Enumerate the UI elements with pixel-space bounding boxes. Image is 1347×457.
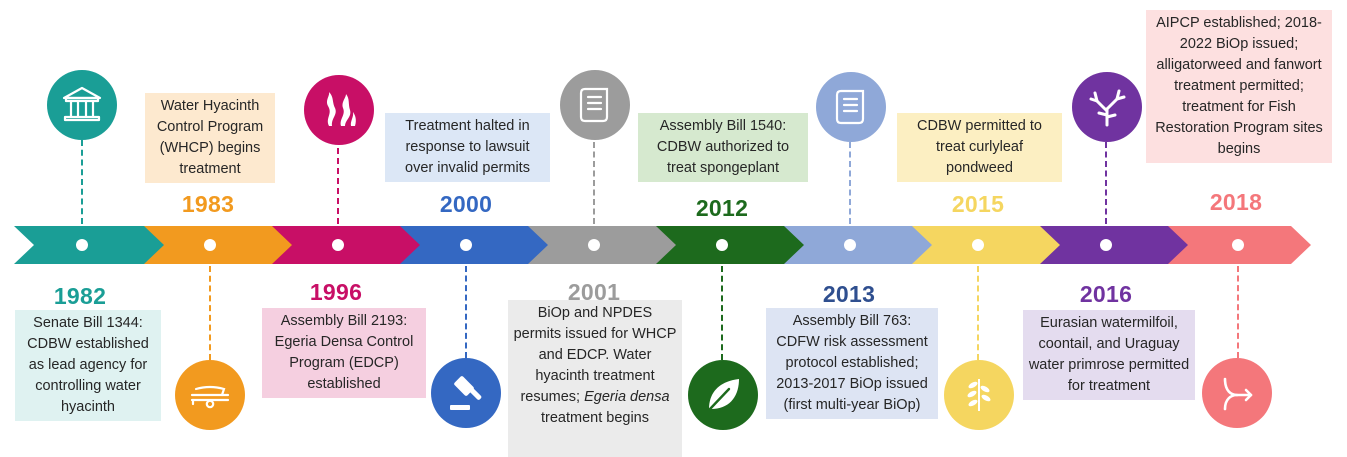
event-box-1996: Assembly Bill 2193: Egeria Densa Control…: [262, 308, 426, 398]
event-text-2000: Treatment halted in response to lawsuit …: [405, 118, 530, 176]
year-label-2000: 2000: [439, 191, 493, 217]
year-label-2012: 2012: [695, 195, 749, 221]
connector-1983: [209, 266, 211, 360]
event-box-2018: AIPCP established; 2018-2022 BiOp issued…: [1146, 10, 1332, 163]
event-box-2016: Eurasian watermilfoil, coontail, and Ura…: [1023, 310, 1195, 400]
arrow-segment-1996: [272, 226, 432, 264]
year-label-1983: 1983: [181, 191, 235, 217]
coral-icon: [1089, 89, 1126, 127]
connector-2000: [465, 266, 467, 358]
event-box-2013: Assembly Bill 763: CDFW risk assessment …: [766, 308, 938, 419]
leaf-icon: [708, 379, 739, 411]
government-building-icon: [62, 86, 102, 122]
event-text-2013: Assembly Bill 763: CDFW risk assessment …: [776, 313, 928, 413]
timeline-dot-2013: [844, 239, 856, 251]
connector-1996: [337, 148, 339, 224]
event-box-1982: Senate Bill 1344: CDBW established as le…: [15, 310, 161, 421]
icon-circle-1983: [175, 360, 245, 430]
timeline-dot-1996: [332, 239, 344, 251]
event-text-2001-italic: Egeria densa: [584, 389, 670, 405]
event-text-1983: Water Hyacinth Control Program (WHCP) be…: [156, 98, 264, 177]
year-label-2013: 2013: [822, 281, 876, 307]
event-text-1996: Assembly Bill 2193: Egeria Densa Control…: [274, 313, 414, 392]
event-text-2001-tail: treatment begins: [540, 410, 649, 426]
arrow-segment-2016: [1040, 226, 1200, 264]
connector-2015: [977, 266, 979, 360]
timeline-dot-1983: [204, 239, 216, 251]
year-label-2015: 2015: [951, 191, 1005, 217]
year-label-2018: 2018: [1209, 189, 1263, 215]
event-box-1983: Water Hyacinth Control Program (WHCP) be…: [145, 93, 275, 183]
seaweed-icon: [327, 92, 356, 126]
icon-circle-2001: [560, 70, 630, 140]
icon-circle-2018: [1202, 358, 1272, 428]
year-label-2016: 2016: [1079, 281, 1133, 307]
connector-2013: [849, 142, 851, 224]
arrow-segment-2013: [784, 226, 944, 264]
scroll-icon: [579, 87, 609, 123]
arrow-segment-2001: [528, 226, 688, 264]
timeline-dot-2012: [716, 239, 728, 251]
icon-circle-2013: [816, 72, 886, 142]
event-text-2015: CDBW permitted to treat curlyleaf pondwe…: [917, 118, 1042, 176]
arrow-segment-1983: [144, 226, 304, 264]
event-box-2000: Treatment halted in response to lawsuit …: [385, 113, 550, 182]
connector-2016: [1105, 142, 1107, 224]
event-text-2016: Eurasian watermilfoil, coontail, and Ura…: [1028, 315, 1190, 394]
icon-circle-1982: [47, 70, 117, 140]
icon-circle-2015: [944, 360, 1014, 430]
event-text-2012: Assembly Bill 1540: CDBW authorized to t…: [656, 118, 790, 176]
event-text-2001-main: BiOp and NPDES permits issued for WHCP a…: [513, 305, 677, 405]
connector-2001: [593, 142, 595, 224]
icon-circle-2016: [1072, 72, 1142, 142]
icon-circle-2012: [688, 360, 758, 430]
connector-2018: [1237, 266, 1239, 358]
scroll-icon: [835, 89, 865, 125]
timeline-dot-2018: [1232, 239, 1244, 251]
event-box-2012: Assembly Bill 1540: CDBW authorized to t…: [638, 113, 808, 182]
gavel-icon: [450, 376, 482, 410]
icon-circle-1996: [304, 75, 374, 145]
timeline-dot-2016: [1100, 239, 1112, 251]
year-label-1996: 1996: [309, 279, 363, 305]
icon-circle-2000: [431, 358, 501, 428]
timeline-dot-2015: [972, 239, 984, 251]
timeline-dot-2001: [588, 239, 600, 251]
arrow-segment-2000: [400, 226, 560, 264]
connector-2012: [721, 266, 723, 360]
timeline-dot-1982: [76, 239, 88, 251]
arrow-segment-2015: [912, 226, 1072, 264]
pondweed-icon: [967, 379, 991, 411]
branching-arrow-icon: [1223, 377, 1253, 411]
event-text-1982: Senate Bill 1344: CDBW established as le…: [27, 315, 149, 415]
event-box-2001: BiOp and NPDES permits issued for WHCP a…: [508, 300, 682, 457]
event-text-2018: AIPCP established; 2018-2022 BiOp issued…: [1155, 15, 1323, 157]
connector-1982: [81, 140, 83, 224]
event-text-2001: BiOp and NPDES permits issued for WHCP a…: [513, 303, 677, 429]
event-box-2015: CDBW permitted to treat curlyleaf pondwe…: [897, 113, 1062, 182]
boat-trailer-icon: [190, 385, 230, 409]
timeline-dot-2000: [460, 239, 472, 251]
arrow-segment-2012: [656, 226, 816, 264]
arrow-segment-1982: [14, 226, 176, 264]
year-label-1982: 1982: [53, 283, 107, 309]
